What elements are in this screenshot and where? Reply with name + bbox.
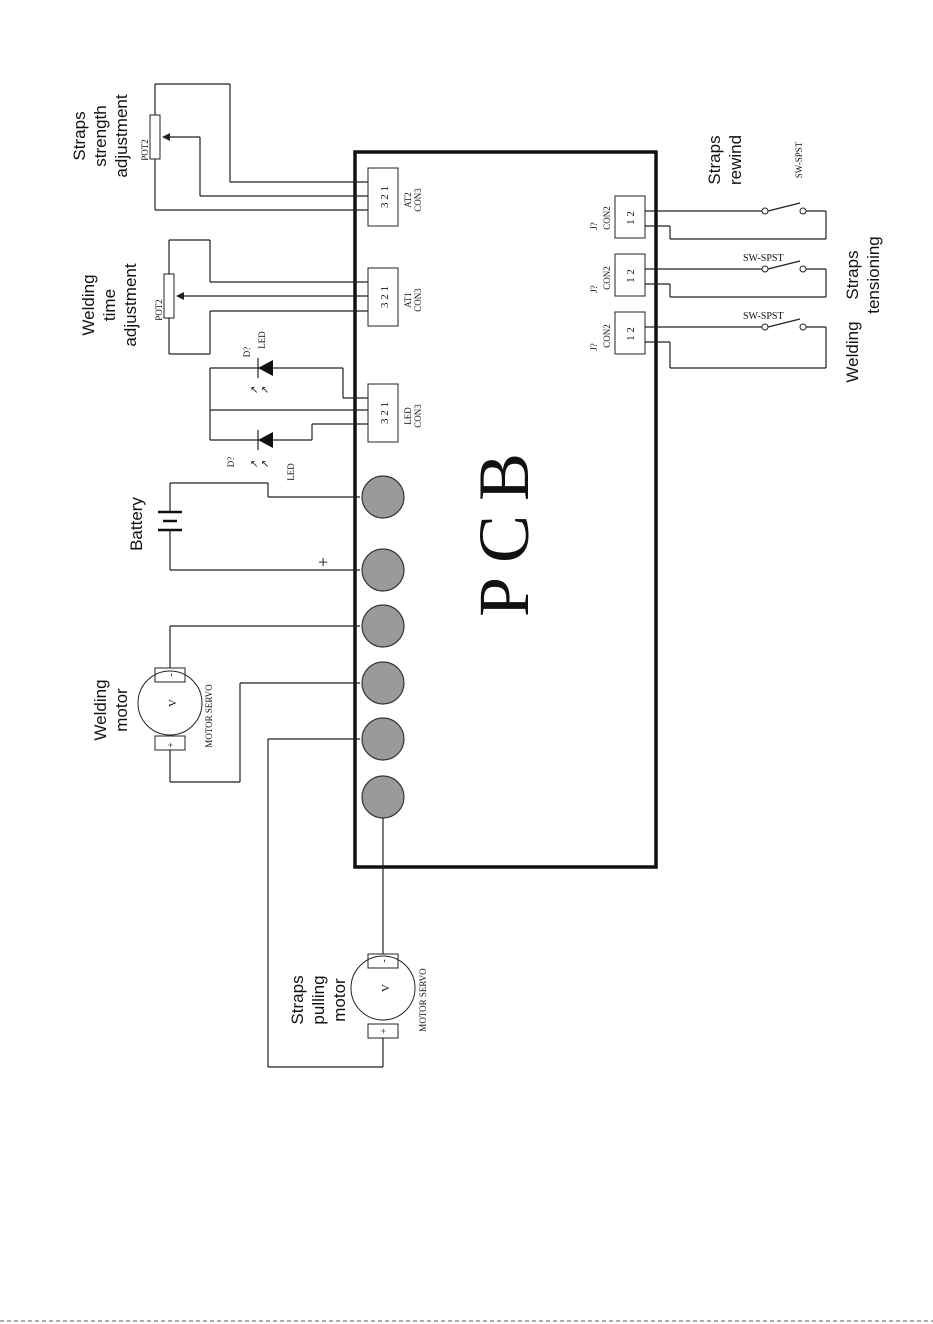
welding-motor-type: MOTOR SERVO xyxy=(204,684,214,748)
pulling-motor-plus: + xyxy=(379,1028,390,1034)
svg-text:↖ ↖: ↖ ↖ xyxy=(250,459,269,470)
connector-led-type: CON3 xyxy=(413,404,423,428)
label-straps-strength-1: Straps xyxy=(70,111,89,160)
pad-2 xyxy=(361,548,405,592)
label-pulling-motor-2: pulling xyxy=(309,975,328,1024)
con2-rewind-ref: J? xyxy=(589,222,599,230)
con2-tension: 1 2 J? CON2 SW-SPST xyxy=(589,253,827,298)
connector-at2-pins: 3 2 1 xyxy=(379,186,391,208)
label-straps-strength-2: strength xyxy=(91,105,110,166)
connector-led-name: LED xyxy=(403,407,413,425)
pot-top: POT2 xyxy=(140,83,368,211)
pad-6 xyxy=(361,775,405,819)
connector-led: 3 2 1 LED CON3 xyxy=(367,383,423,443)
pcb-label: PCB xyxy=(464,439,544,617)
con2-rewind-pins: 1 2 xyxy=(625,211,637,225)
welding-motor-symbol: V xyxy=(167,699,179,707)
con2-tension-type: CON2 xyxy=(602,266,612,290)
label-straps-rewind-1: Straps xyxy=(705,135,724,184)
pad-1 xyxy=(361,475,405,519)
con2-rewind-type: CON2 xyxy=(602,206,612,230)
sw-weld-label: SW-SPST xyxy=(743,311,784,322)
pad-3 xyxy=(361,604,405,648)
svg-text:↖ ↖: ↖ ↖ xyxy=(250,385,269,396)
pad-4 xyxy=(361,661,405,705)
label-welding-motor-1: Welding xyxy=(91,679,110,740)
label-straps-rewind-2: rewind xyxy=(726,135,745,185)
pcb-board xyxy=(353,150,658,869)
led-upper-ref: D? xyxy=(242,347,252,358)
sw-rewind-label: SW-SPST xyxy=(794,141,804,178)
led-lower-name: LED xyxy=(286,463,296,481)
battery-plus: + xyxy=(318,552,328,572)
label-straps-strength-3: adjustment xyxy=(112,94,131,177)
welding-motor-minus: - xyxy=(166,673,177,676)
label-welding-time-2: time xyxy=(100,289,119,321)
con2-weld-type: CON2 xyxy=(602,324,612,348)
label-pulling-motor-1: Straps xyxy=(288,975,307,1024)
label-straps-tensioning-2: tensioning xyxy=(864,236,883,314)
pulling-motor-minus: - xyxy=(379,959,390,962)
connector-at1: 3 2 1 AT1 CON3 xyxy=(367,267,423,327)
label-welding-motor-2: motor xyxy=(112,688,131,732)
label-welding-time-1: Welding xyxy=(79,274,98,335)
con2-rewind: 1 2 J? CON2 SW-SPST xyxy=(589,141,827,240)
con2-weld-pins: 1 2 xyxy=(625,327,637,341)
pot-top-label: POT2 xyxy=(140,139,150,161)
led-upper-name: LED xyxy=(257,331,267,349)
con2-weld: 1 2 J? CON2 SW-SPST xyxy=(589,311,827,369)
connector-at1-type: CON3 xyxy=(413,288,423,312)
con2-tension-pins: 1 2 xyxy=(625,269,637,283)
label-welding-time-3: adjustment xyxy=(121,263,140,346)
con2-weld-ref: J? xyxy=(589,343,599,351)
label-welding-switch: Welding xyxy=(843,321,862,382)
label-battery: Battery xyxy=(127,497,146,551)
pad-5 xyxy=(361,717,405,761)
pot-mid: POT2 xyxy=(154,239,368,355)
pulling-motor-symbol: V xyxy=(380,984,392,992)
connector-at2: 3 2 1 AT2 CON3 xyxy=(367,167,423,227)
pulling-motor-type: MOTOR SERVO xyxy=(418,968,428,1032)
connector-led-pins: 3 2 1 xyxy=(379,402,391,424)
led-lower-ref: D? xyxy=(226,457,236,468)
connector-at2-name: AT2 xyxy=(403,192,413,208)
sw-tension-label: SW-SPST xyxy=(743,253,784,264)
welding-motor: V - + MOTOR SERVO xyxy=(137,625,360,783)
connector-at1-pins: 3 2 1 xyxy=(379,286,391,308)
label-straps-tensioning-1: Straps xyxy=(843,250,862,299)
pot-mid-label: POT2 xyxy=(154,299,164,321)
connector-at1-name: AT1 xyxy=(403,292,413,308)
label-pulling-motor-3: motor xyxy=(330,978,349,1022)
con2-tension-ref: J? xyxy=(589,285,599,293)
connector-at2-type: CON3 xyxy=(413,188,423,212)
pulling-motor: V - + MOTOR SERVO xyxy=(350,953,428,1052)
welding-motor-plus: + xyxy=(166,742,177,748)
battery: + xyxy=(158,482,360,572)
led-section: ↖ ↖ ↖ ↖ D? LED D? LED xyxy=(209,331,368,481)
